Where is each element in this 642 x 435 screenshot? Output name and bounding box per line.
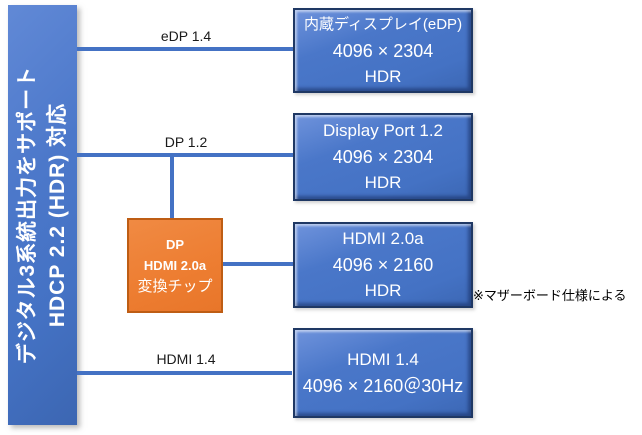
output-box-edp: 内蔵ディスプレイ(eDP) 4096 × 2304 HDR [293, 8, 473, 93]
output-box-hdmi14-resolution: 4096 × 2160＠30Hz [302, 376, 464, 396]
connector-dp-chip-drop [170, 157, 174, 218]
output-box-hdmi20a: HDMI 2.0a 4096 × 2160 HDR [293, 222, 473, 308]
banner-line-2: HDCP 2.2 (HDR) 対応 [45, 102, 69, 328]
output-box-hdmi14: HDMI 1.4 4096 × 2160＠30Hz [293, 328, 473, 418]
connector-hdmi-line [77, 371, 292, 375]
connector-edp-line [77, 47, 295, 51]
converter-chip-box: DP HDMI 2.0a 変換チップ [127, 218, 223, 313]
converter-chip-line-3: 変換チップ [137, 278, 213, 295]
output-box-hdmi20a-title: HDMI 2.0a [342, 229, 424, 248]
converter-chip-line-1: DP [165, 237, 185, 252]
motherboard-footnote: ※マザーボード仕様による [473, 288, 627, 303]
output-box-edp-resolution: 4096 × 2304 [332, 40, 434, 61]
output-box-edp-title: 内蔵ディスプレイ(eDP) [303, 15, 463, 33]
banner-line-1: デジタル3系統出力をサポート [15, 65, 39, 365]
output-box-hdmi20a-resolution: 4096 × 2160 [332, 255, 434, 275]
output-box-displayport-title: Display Port 1.2 [323, 121, 443, 140]
output-box-displayport-resolution: 4096 × 2304 [332, 147, 434, 167]
output-box-displayport: Display Port 1.2 4096 × 2304 HDR [293, 113, 473, 201]
output-box-edp-feature: HDR [364, 66, 402, 86]
support-banner: デジタル3系統出力をサポート HDCP 2.2 (HDR) 対応 [8, 5, 77, 425]
support-banner-text: デジタル3系統出力をサポート HDCP 2.2 (HDR) 対応 [13, 66, 73, 364]
output-box-displayport-feature: HDR [364, 173, 402, 192]
connector-label-edp: eDP 1.4 [160, 28, 212, 44]
output-box-hdmi14-title: HDMI 1.4 [347, 350, 419, 369]
connector-chip-hdmi-line [223, 262, 293, 266]
connector-dp-line [77, 153, 295, 157]
connector-label-hdmi: HDMI 1.4 [156, 351, 216, 367]
converter-chip-line-2: HDMI 2.0a [143, 258, 207, 273]
connector-label-dp: DP 1.2 [164, 134, 208, 150]
output-box-hdmi20a-feature: HDR [364, 281, 402, 300]
